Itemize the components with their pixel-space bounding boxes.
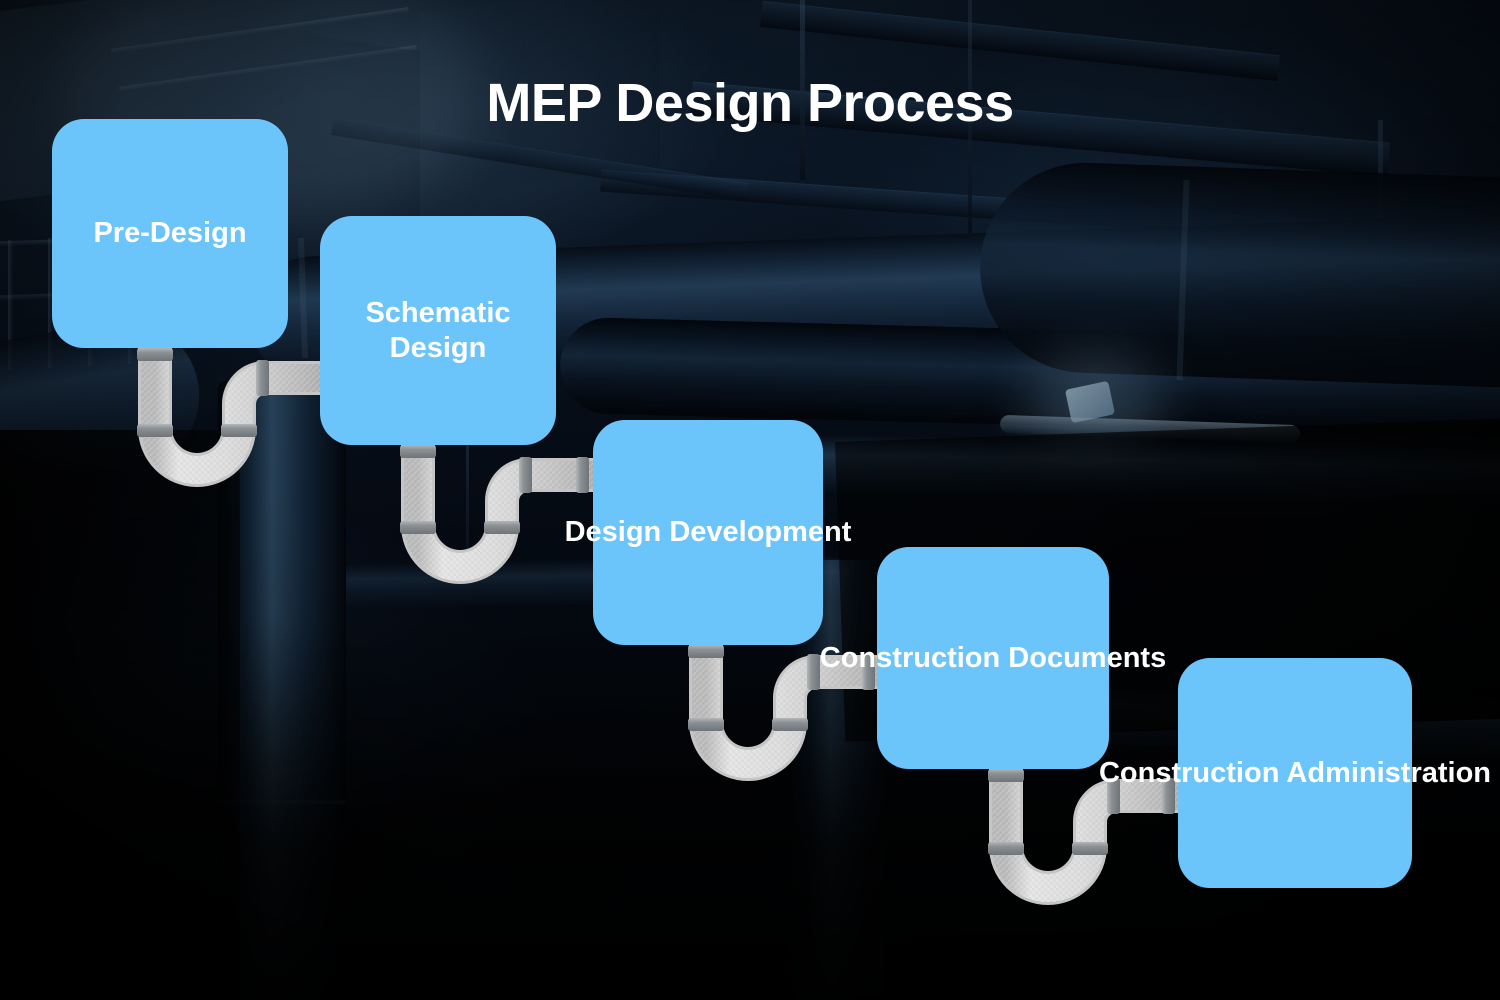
process-step-label: Schematic Design [365,297,511,364]
pipe-connector-2 [400,442,596,584]
process-step-card-5[interactable]: Construction Administration [1099,658,1491,888]
process-step-card-1[interactable]: Pre-Design [52,119,288,348]
process-step-card-3[interactable]: Design Development [565,420,851,645]
process-step-card-2[interactable]: Schematic Design [320,216,556,445]
process-step-label: Construction Administration [1098,756,1492,789]
pipe-connector-3 [688,642,880,781]
page-title: MEP Design Process [486,73,1014,133]
pipe-connector-4 [988,766,1182,905]
process-step-card-4[interactable]: Construction Documents [820,547,1166,769]
pipe-connector-1 [137,345,322,487]
process-step-label: Pre-Design [93,217,247,250]
process-step-label: Construction Documents [819,641,1167,674]
process-step-label: Design Development [564,516,852,549]
